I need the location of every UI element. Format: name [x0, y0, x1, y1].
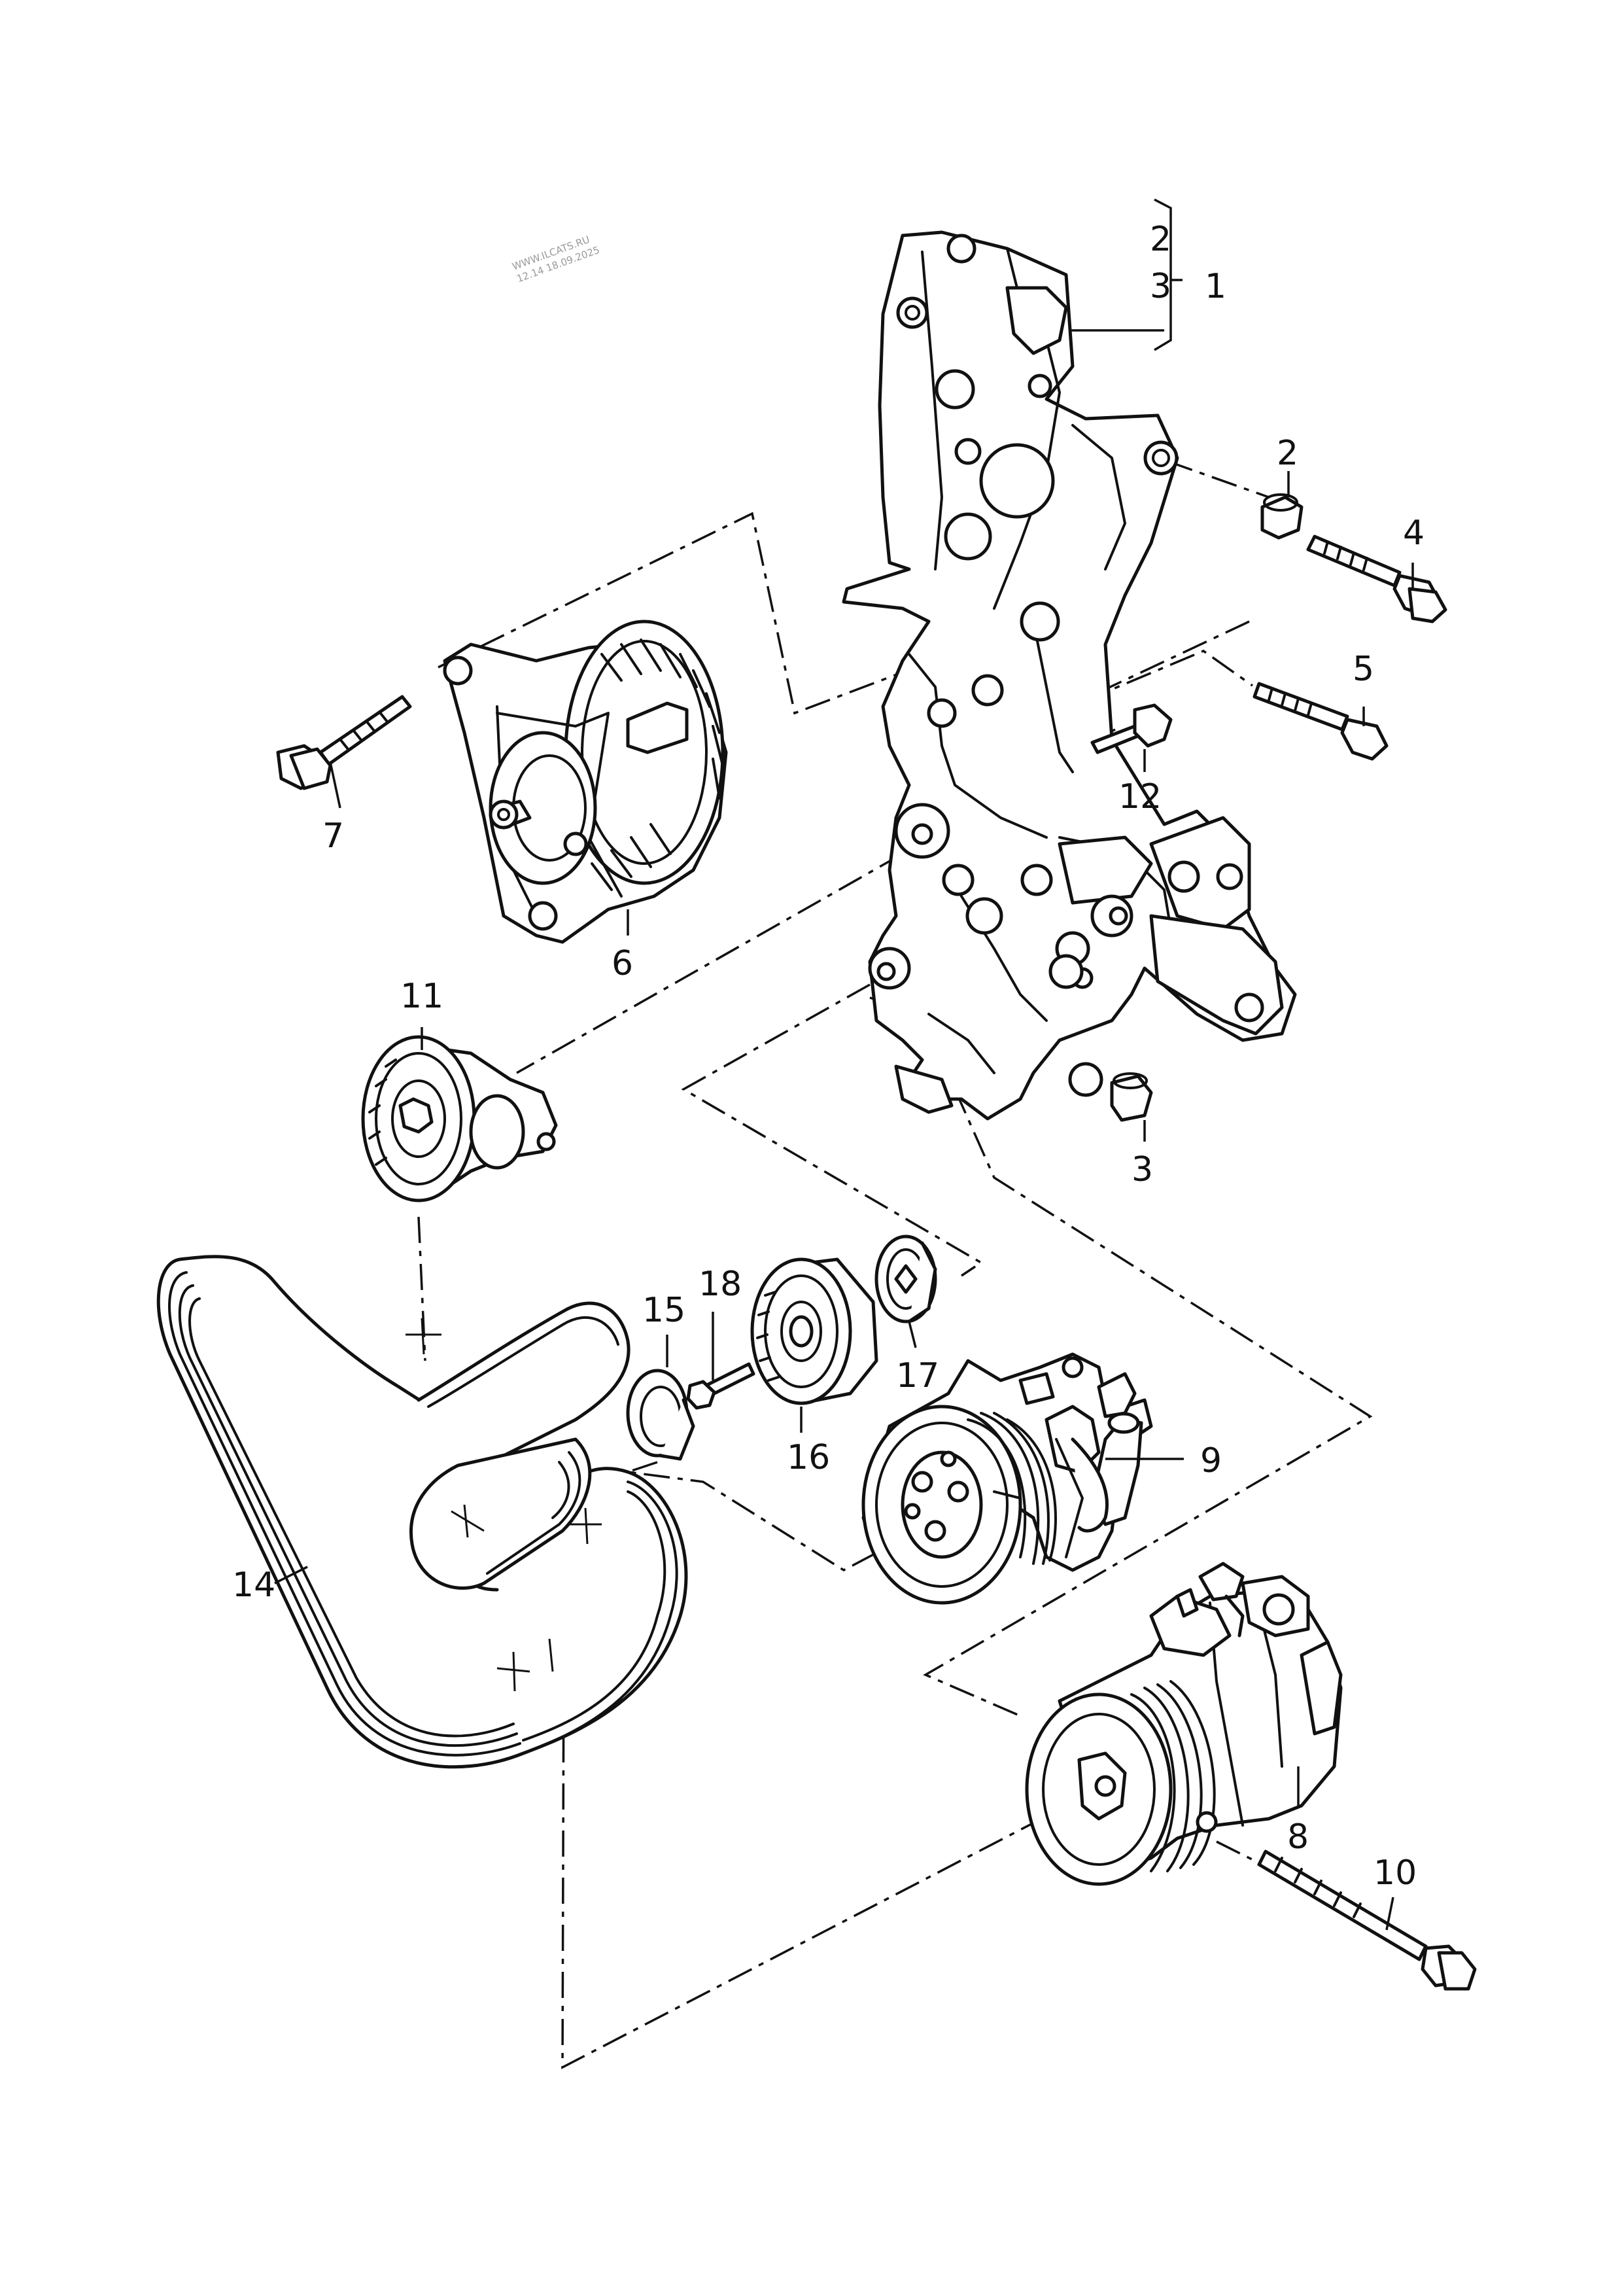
poly-v-belt-inner — [409, 1301, 631, 1592]
leader-lines — [274, 198, 1414, 1931]
callout-16: 16 — [787, 1438, 830, 1477]
callout-17: 17 — [896, 1356, 939, 1395]
callout-10: 10 — [1373, 1853, 1417, 1893]
spacer-sleeve-upper — [1260, 493, 1304, 540]
callout-4: 4 — [1403, 514, 1425, 553]
bolt-7 — [276, 695, 412, 790]
bracket-assembly — [842, 230, 1297, 1121]
callout-3: 3 — [1132, 1150, 1153, 1189]
bolt-4 — [1306, 534, 1447, 623]
watermark: WWW.ILCATS.RU 12.14 18.09.2025 — [511, 234, 602, 285]
callout-2-bracket: 2 — [1150, 220, 1171, 259]
power-steering-pump — [861, 1352, 1153, 1605]
callout-18: 18 — [699, 1265, 742, 1304]
callout-5: 5 — [1353, 650, 1374, 689]
bolt-5 — [1253, 682, 1389, 761]
callouts: 2 3 1 2 4 5 12 3 6 7 11 18 15 16 17 9 8 … — [232, 220, 1425, 1893]
callout-7: 7 — [322, 816, 344, 856]
alternator — [443, 620, 728, 944]
spacer-sleeve-lower — [1110, 1072, 1153, 1122]
pulley-cap-15 — [626, 1369, 695, 1461]
belt-markers — [406, 1318, 602, 1692]
callout-11: 11 — [400, 977, 443, 1016]
callout-1: 1 — [1205, 267, 1226, 306]
belt-tensioner — [361, 1035, 558, 1202]
callout-15: 15 — [642, 1291, 685, 1330]
ac-compressor — [1025, 1562, 1343, 1886]
bolt-10 — [1257, 1849, 1477, 1991]
callout-2: 2 — [1277, 434, 1298, 473]
callout-14: 14 — [232, 1566, 275, 1605]
bolt-12 — [1090, 703, 1173, 754]
callout-9: 9 — [1200, 1441, 1222, 1480]
bolt-18 — [686, 1362, 755, 1410]
pulley-cover-17 — [874, 1235, 937, 1323]
callout-8: 8 — [1287, 1817, 1309, 1857]
callout-3-bracket: 3 — [1150, 267, 1171, 306]
idler-pulley — [750, 1257, 878, 1405]
callout-6: 6 — [612, 944, 633, 983]
callout-12: 12 — [1118, 777, 1162, 816]
